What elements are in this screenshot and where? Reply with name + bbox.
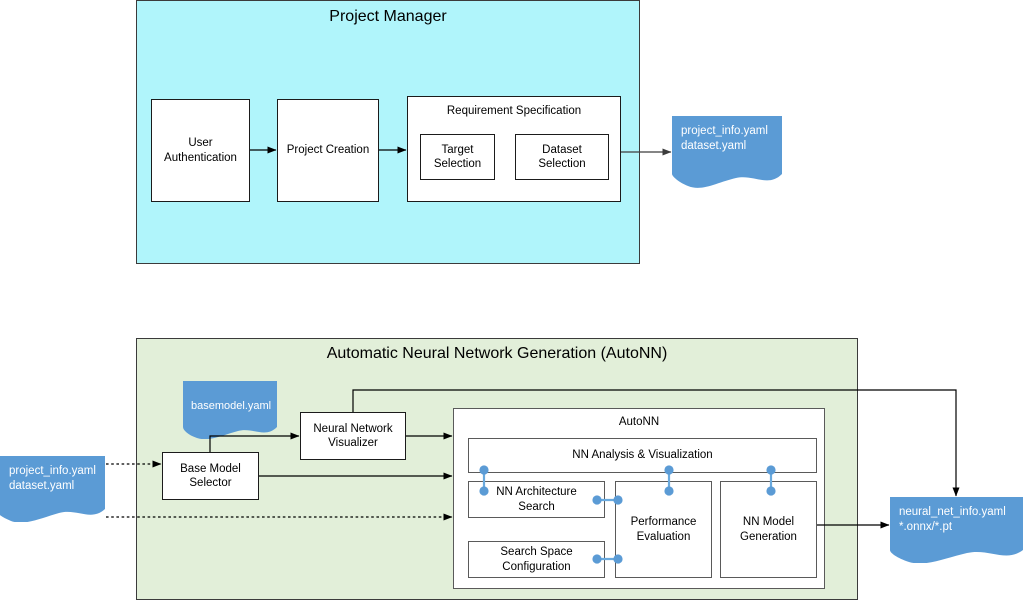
document-neural-net-info-output-text: neural_net_info.yaml *.onnx/*.pt [899, 506, 1006, 534]
node-project-creation[interactable]: Project Creation [277, 99, 379, 202]
document-basemodel-text: basemodel.yaml [191, 400, 272, 412]
document-project-info-input-text: project_info.yaml dataset.yaml [9, 465, 96, 493]
autonn-core-label: AutoNN [618, 416, 660, 428]
node-nn-visualizer[interactable]: Neural Network Visualizer [300, 412, 406, 460]
document-neural-net-info-output: neural_net_info.yaml *.onnx/*.pt [890, 497, 1023, 563]
node-user-authentication[interactable]: User Authentication [151, 99, 250, 202]
node-search-space-configuration[interactable]: Search Space Configuration [468, 541, 605, 578]
document-basemodel: basemodel.yaml [183, 381, 277, 439]
node-dataset-selection[interactable]: Dataset Selection [515, 134, 609, 180]
document-project-info-output-text: project_info.yaml dataset.yaml [681, 125, 768, 153]
requirement-specification-label: Requirement Specification [446, 105, 582, 117]
autonn-title: Automatic Neural Network Generation (Aut… [326, 345, 668, 362]
node-base-model-selector[interactable]: Base Model Selector [162, 452, 259, 500]
node-nn-model-generation[interactable]: NN Model Generation [720, 481, 817, 578]
node-target-selection[interactable]: Target Selection [420, 134, 495, 180]
document-project-info-input: project_info.yaml dataset.yaml [0, 456, 105, 522]
project-manager-title: Project Manager [329, 8, 447, 25]
node-nn-analysis-visualization[interactable]: NN Analysis & Visualization [468, 438, 817, 473]
node-performance-evaluation[interactable]: Performance Evaluation [615, 481, 712, 578]
document-project-info-output: project_info.yaml dataset.yaml [672, 116, 782, 188]
node-nn-architecture-search[interactable]: NN Architecture Search [468, 481, 605, 518]
